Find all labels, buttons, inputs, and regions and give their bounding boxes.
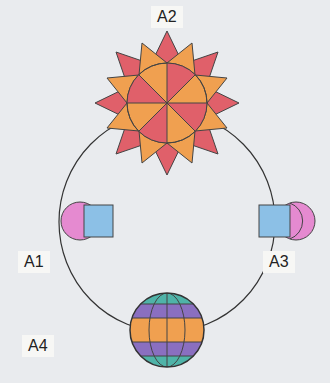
right-body [259,202,315,240]
globe [125,290,209,370]
part-label: A4 [22,335,54,357]
part-label: A1 [18,251,50,273]
sun-star [95,31,239,175]
part-label: A3 [263,251,295,273]
part-label: A2 [151,6,183,28]
left-body [61,202,113,240]
